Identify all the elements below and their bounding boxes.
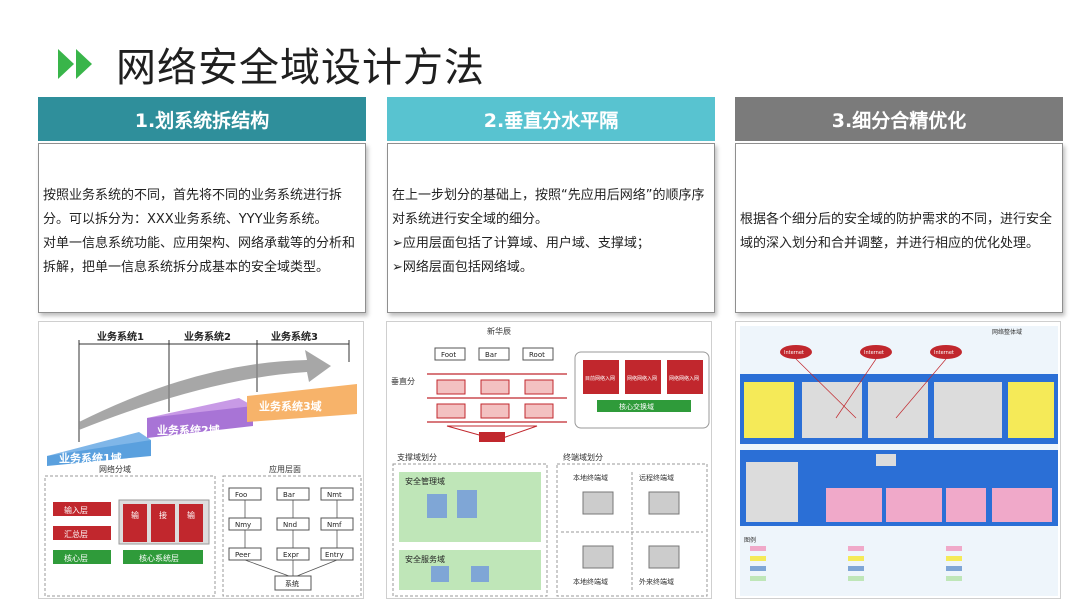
right-bottom-2: Expr <box>283 551 299 559</box>
step-label-3: 业务系统3域 <box>259 399 322 413</box>
title-bar: 网络安全域设计方法 <box>58 34 485 94</box>
column-2-paragraph: ➢应用层面包括了计算域、用户域、支撑域； <box>392 236 650 251</box>
diagram2-top-label: 新华辰 <box>487 326 511 336</box>
diagram-vertical-horizontal: 新华辰 垂直分 Foot Bar Root 目前网络入网 网络网络入网 网络网 <box>386 321 712 599</box>
page-title: 网络安全域设计方法 <box>116 45 485 91</box>
d3-legend-title: 图例 <box>744 536 756 544</box>
d2-top-3: Root <box>529 351 545 359</box>
right-mid-3: Nmf <box>327 521 342 529</box>
d2-right-label: 核心交换域 <box>619 402 654 411</box>
left-box-1: 输入层 <box>64 505 88 515</box>
core-label: 核心系统层 <box>139 553 179 563</box>
right-panel-title: 应用层面 <box>269 464 301 474</box>
d2-top-2: Bar <box>485 351 497 359</box>
column-1-paragraph: 按照业务系统的不同，首先将不同的业务系统进行拆分。可以拆分为：XXX业务系统、Y… <box>43 188 343 227</box>
d2-bottom-box-1: 安全管理域 <box>405 476 445 486</box>
d2-top-1: Foot <box>441 351 456 359</box>
left-box-3: 核心层 <box>64 553 88 563</box>
d3-cloud-1: Internet <box>784 350 804 356</box>
d2-terminal-2: 远程终端域 <box>639 473 674 482</box>
d3-cloud-2: Internet <box>864 350 884 356</box>
domain-label-2: 接 <box>159 510 167 520</box>
right-top-3: Nmt <box>327 491 342 499</box>
diagram-optimization: 网络整体域 Internet Internet Internet 图例 <box>735 321 1061 599</box>
column-1-header: 1.划系统拆结构 <box>38 97 366 141</box>
d2-left-bottom-title: 支撑域划分 <box>397 452 437 462</box>
domain-label-1: 输 <box>131 510 139 520</box>
right-top-1: Foo <box>235 491 247 499</box>
d3-cloud-3: Internet <box>934 350 954 356</box>
d2-bottom-box-2: 安全服务域 <box>405 554 445 564</box>
d3-header-label: 网络整体域 <box>992 328 1022 336</box>
d2-right-box-2: 网络网络入网 <box>627 375 657 382</box>
right-bottom-1: Peer <box>235 551 251 559</box>
step-label-1: 业务系统1域 <box>59 451 122 465</box>
top-label-1: 业务系统1 <box>97 330 144 343</box>
top-label-2: 业务系统2 <box>184 330 231 343</box>
double-chevron-icon <box>58 47 98 81</box>
column-1: 1.划系统拆结构 按照业务系统的不同，首先将不同的业务系统进行拆分。可以拆分为：… <box>38 97 366 313</box>
right-bottom-3: Entry <box>325 551 344 559</box>
step-label-2: 业务系统2域 <box>157 423 220 437</box>
column-3: 3.细分合精优化 根据各个细分后的安全域的防护需求的不同，进行安全域的深入划分和… <box>735 97 1063 313</box>
d2-terminal-3: 本地终端域 <box>573 577 608 586</box>
right-mid-2: Nnd <box>283 521 297 529</box>
d2-terminal-1: 本地终端域 <box>573 473 608 482</box>
right-bottom-system: 系统 <box>285 579 299 588</box>
right-mid-1: Nmy <box>235 521 251 529</box>
left-box-2: 汇总层 <box>64 529 88 539</box>
column-3-header: 3.细分合精优化 <box>735 97 1063 141</box>
right-top-2: Bar <box>283 491 295 499</box>
d2-right-box-1: 目前网络入网 <box>585 375 615 382</box>
column-1-paragraph: 对单一信息系统功能、应用架构、网络承载等的分析和拆解，把单一信息系统拆分成基本的… <box>43 236 356 275</box>
d2-right-bottom-title: 终端域划分 <box>563 452 603 462</box>
column-2: 2.垂直分水平隔 在上一步划分的基础上，按照“先应用后网络”的顺序序对系统进行安… <box>387 97 715 313</box>
diagram-business-split: 业务系统1 业务系统2 业务系统3 业务系统1域 业务系统2域 业务系统3域 网… <box>38 321 364 599</box>
d2-terminal-4: 外来终端域 <box>639 577 674 586</box>
column-3-paragraph: 根据各个细分后的安全域的防护需求的不同，进行安全域的深入划分和合并调整，并进行相… <box>740 212 1053 251</box>
diagram2-side-label: 垂直分 <box>391 376 415 386</box>
column-2-paragraph: 在上一步划分的基础上，按照“先应用后网络”的顺序序对系统进行安全域的细分。 <box>392 188 705 227</box>
domain-label-3: 输 <box>187 510 195 520</box>
column-3-text-box: 根据各个细分后的安全域的防护需求的不同，进行安全域的深入划分和合并调整，并进行相… <box>735 143 1063 313</box>
column-1-text-box: 按照业务系统的不同，首先将不同的业务系统进行拆分。可以拆分为：XXX业务系统、Y… <box>38 143 366 313</box>
column-2-text-box: 在上一步划分的基础上，按照“先应用后网络”的顺序序对系统进行安全域的细分。 ➢应… <box>387 143 715 313</box>
left-panel-title: 网络分域 <box>99 464 131 474</box>
top-label-3: 业务系统3 <box>271 330 318 343</box>
column-2-paragraph: ➢网络层面包括网络域。 <box>392 260 533 275</box>
d2-right-box-3: 网络网络入网 <box>669 375 699 382</box>
column-2-header: 2.垂直分水平隔 <box>387 97 715 141</box>
